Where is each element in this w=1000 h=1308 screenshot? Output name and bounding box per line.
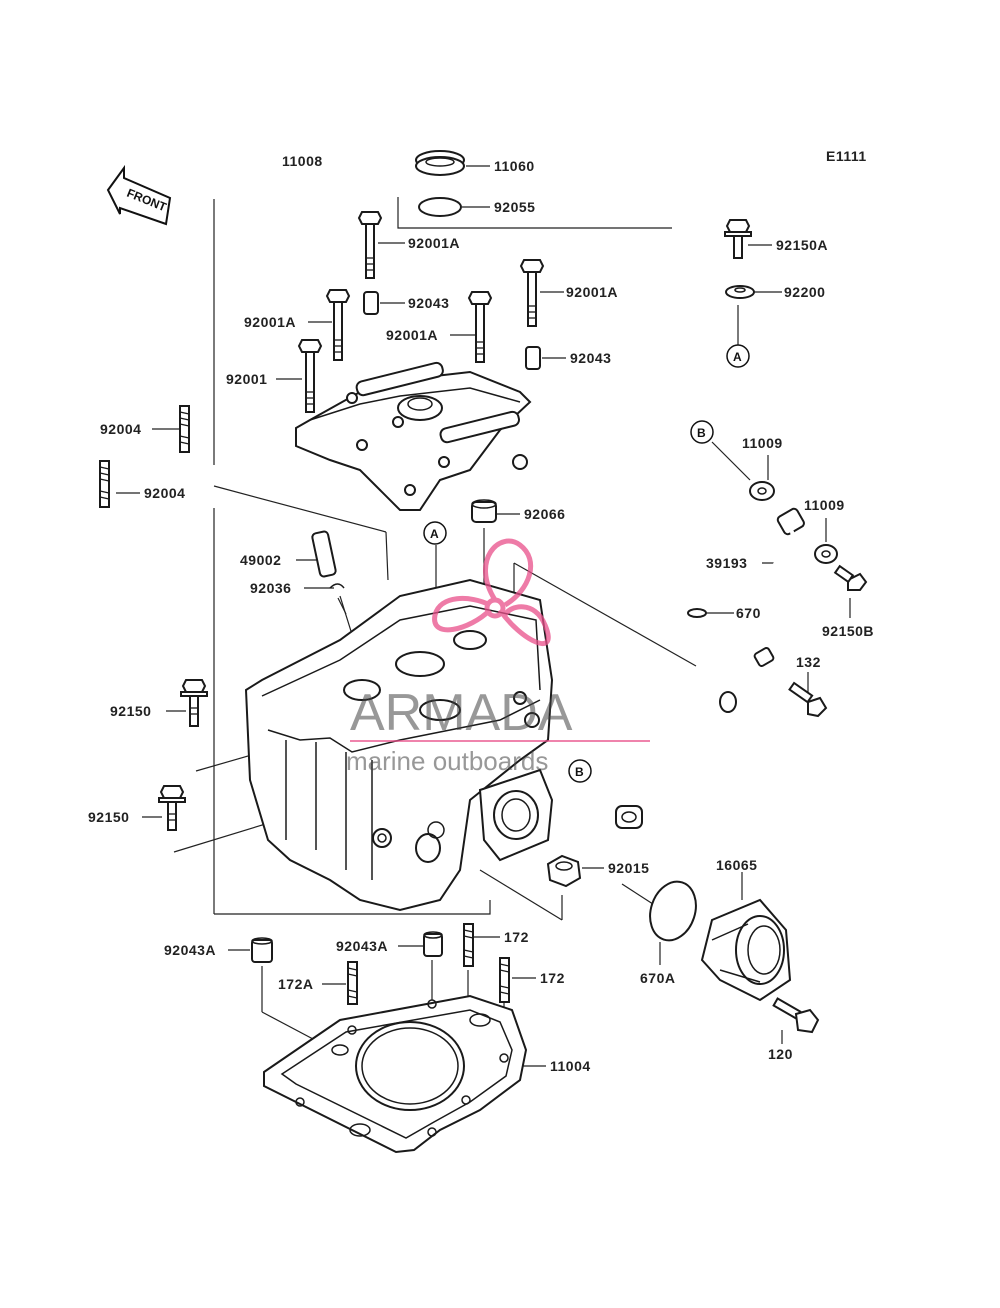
bolt-132 [788, 681, 828, 718]
label-120: 120 [768, 1046, 793, 1062]
label-92036: 92036 [250, 580, 291, 596]
label-92001: 92001 [226, 371, 267, 387]
label-92001A-3: 92001A [244, 314, 296, 330]
bolt-92001A-1 [357, 211, 383, 279]
bolt-92001A-4 [467, 291, 493, 363]
svg-text:B: B [575, 765, 584, 779]
oil-seal-11060 [415, 150, 465, 176]
washer-11009-2 [814, 544, 838, 564]
bolt-92001A-3 [325, 289, 351, 361]
label-11060: 11060 [494, 158, 535, 174]
label-92001A-2: 92001A [566, 284, 618, 300]
o-ring-670 [687, 608, 707, 618]
camshaft-holder [295, 361, 532, 511]
label-11004: 11004 [550, 1058, 591, 1074]
label-92055: 92055 [494, 199, 535, 215]
label-92004-1: 92004 [100, 421, 141, 437]
bolt-92150A [724, 219, 752, 259]
ref-marker-b-2: B [568, 759, 592, 783]
watermark-logo: ARMADA marine outboards [346, 538, 650, 776]
ref-marker-a-2: A [423, 521, 447, 545]
cap-92066 [471, 499, 497, 523]
svg-text:A: A [733, 350, 742, 364]
label-49002: 49002 [240, 552, 281, 568]
label-670A: 670A [640, 970, 675, 986]
label-132: 132 [796, 654, 821, 670]
clip-92036 [329, 583, 345, 589]
stud-172-2 [499, 957, 510, 1003]
dowel-92043A-1 [251, 937, 273, 963]
label-92043A-1: 92043A [164, 942, 216, 958]
svg-text:B: B [697, 426, 706, 440]
pipe-49002 [311, 530, 337, 578]
label-92015: 92015 [608, 860, 649, 876]
dowel-92043-2 [525, 346, 541, 370]
part-labels: 11008 11060 92055 92001A 92150A 92001A 9… [88, 153, 874, 1074]
watermark-brand: ARMADA [350, 684, 573, 742]
propeller-icon [432, 538, 551, 647]
label-92001A-4: 92001A [386, 327, 438, 343]
label-92004-2: 92004 [144, 485, 185, 501]
stud-92004-2 [99, 460, 110, 508]
label-172-1: 172 [504, 929, 529, 945]
label-92066: 92066 [524, 506, 565, 522]
gasket-11004 [263, 994, 528, 1154]
nut-92015 [546, 854, 582, 888]
stud-172A [347, 961, 358, 1005]
label-670: 670 [736, 605, 761, 621]
bolt-92150-1 [180, 679, 208, 727]
intake-holder-16065 [700, 898, 792, 1002]
bolt-120 [772, 997, 820, 1034]
o-ring-92055 [418, 197, 462, 217]
cylinder-head [244, 578, 554, 912]
label-16065: 16065 [716, 857, 757, 873]
ref-marker-a-1: A [726, 344, 750, 368]
washer-11009-1 [749, 481, 775, 501]
label-39193: 39193 [706, 555, 747, 571]
ref-marker-b-1: B [690, 420, 714, 444]
label-11009-2: 11009 [804, 497, 845, 513]
stud-172-1 [463, 923, 474, 967]
svg-text:A: A [430, 527, 439, 541]
label-11008: 11008 [282, 153, 323, 169]
stud-92004-1 [179, 405, 190, 453]
label-92043-1: 92043 [408, 295, 449, 311]
label-92001A-1: 92001A [408, 235, 460, 251]
o-ring-670A [649, 880, 697, 942]
bolt-92150-2 [158, 785, 186, 831]
watermark-tagline: marine outboards [346, 746, 548, 776]
label-172A: 172A [278, 976, 313, 992]
label-11009-1: 11009 [742, 435, 783, 451]
label-92043-2: 92043 [570, 350, 611, 366]
label-92150-1: 92150 [110, 703, 151, 719]
diagram-code: E1111 [826, 148, 867, 164]
label-92200: 92200 [784, 284, 825, 300]
bolt-92001A-2 [519, 259, 545, 327]
washer-92200 [725, 285, 755, 299]
label-92043A-2: 92043A [336, 938, 388, 954]
label-92150B: 92150B [822, 623, 874, 639]
dowel-92043A-2 [423, 931, 443, 957]
bolt-92150B [833, 564, 868, 591]
label-172-2: 172 [540, 970, 565, 986]
label-92150-2: 92150 [88, 809, 129, 825]
front-arrow-icon: FRONT [106, 164, 172, 226]
dowel-92043-1 [363, 291, 379, 315]
bolt-92001 [297, 339, 323, 413]
label-92150A: 92150A [776, 237, 828, 253]
oil-pipe-39193 [615, 507, 805, 829]
